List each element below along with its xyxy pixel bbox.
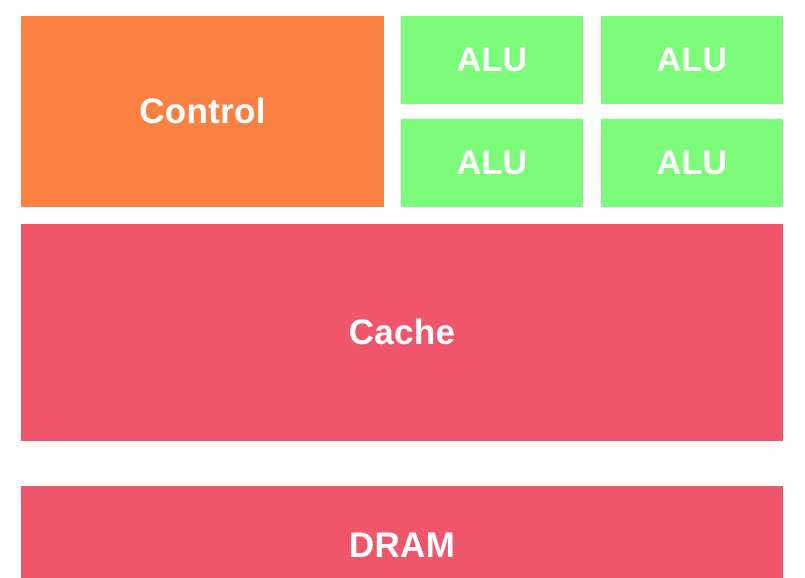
alu-label: ALU — [456, 143, 528, 182]
cache-block: Cache — [21, 224, 783, 441]
cache-label: Cache — [348, 312, 456, 352]
control-block: Control — [21, 16, 384, 207]
dram-block: DRAM — [21, 486, 783, 578]
alu-label: ALU — [656, 40, 728, 79]
dram-label: DRAM — [348, 526, 456, 565]
alu-block: ALU — [401, 119, 583, 207]
alu-block: ALU — [601, 119, 783, 207]
alu-label: ALU — [456, 40, 528, 79]
alu-label: ALU — [656, 143, 728, 182]
control-label: Control — [139, 91, 266, 131]
alu-block: ALU — [601, 16, 783, 104]
alu-block: ALU — [401, 16, 583, 104]
